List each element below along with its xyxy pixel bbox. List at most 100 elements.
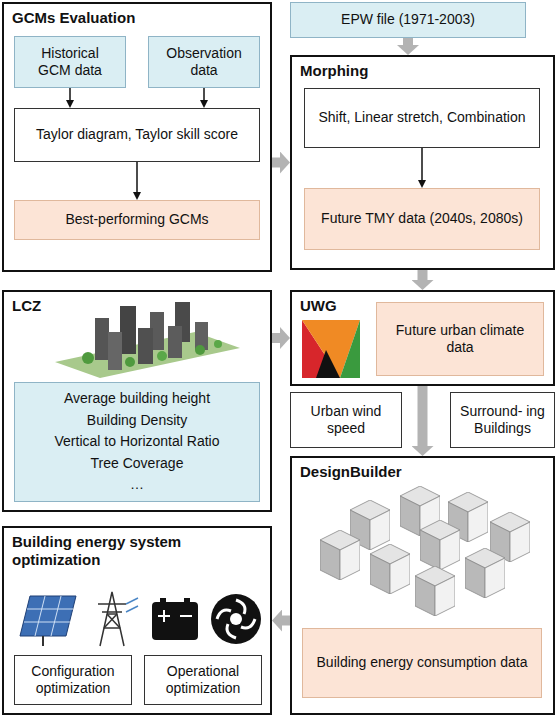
panel-heading: DesignBuilder	[300, 463, 402, 481]
city-illustration	[55, 302, 240, 378]
solar-panel-icon	[51, 596, 61, 636]
building-blocks	[465, 548, 505, 598]
box-label: Average building height	[64, 390, 210, 408]
battery-icon	[163, 610, 165, 622]
building-blocks	[420, 520, 460, 570]
solar-panel-icon	[20, 596, 76, 636]
panel-heading: LCZ	[12, 297, 41, 315]
power-pylon-icon	[107, 614, 120, 628]
city-illustration	[195, 345, 205, 355]
box-label: Shift, Linear stretch, Combination	[319, 109, 526, 127]
output-box: Future urban climate data	[376, 302, 544, 376]
uwg-logo	[302, 320, 360, 378]
connector-arrow	[421, 148, 423, 180]
turbine-icon	[211, 594, 261, 644]
turbine-icon	[230, 613, 242, 625]
battery-icon	[180, 615, 192, 617]
flow-arrow	[403, 38, 413, 45]
turbine-icon	[211, 594, 261, 644]
process-box: Shift, Linear stretch, Combination	[304, 88, 540, 148]
stage-panel: DesignBuilderBuilding energy consumption…	[290, 456, 555, 715]
battery-icon	[152, 598, 198, 640]
building-blocks	[320, 530, 360, 580]
box-label: Historical GCM data	[23, 45, 117, 80]
box-label: Tree Coverage	[91, 455, 184, 473]
panel-heading: GCMs Evaluation	[12, 9, 135, 27]
parameter-list-box: Average building heightBuilding DensityV…	[14, 382, 260, 502]
input-box: Historical GCM data	[14, 36, 126, 88]
panel-heading: Building energy system optimization	[12, 533, 222, 569]
stage-panel: MorphingShift, Linear stretch, Combinati…	[290, 55, 555, 270]
city-illustration	[214, 340, 222, 348]
stage-panel: Building energy system optimizationConfi…	[2, 526, 272, 715]
solar-panel-icon	[20, 596, 76, 646]
solar-panel-icon	[42, 636, 44, 646]
power-pylon-icon	[98, 592, 138, 646]
power-pylon-icon	[104, 627, 120, 629]
stage-panel: LCZ Average building heightBuilding Densi…	[2, 290, 272, 512]
flow-arrow	[272, 158, 280, 168]
input-box: Observation data	[148, 36, 260, 88]
box-label: Future urban climate data	[385, 322, 535, 357]
process-box: Taylor diagram, Taylor skill score	[14, 108, 260, 162]
box-label: Best-performing GCMs	[65, 211, 208, 229]
power-pylon-icon	[100, 592, 124, 646]
turbine-icon	[217, 610, 231, 619]
building-blocks	[320, 486, 530, 616]
output-box: Future TMY data (2040s, 2080s)	[304, 188, 540, 250]
box-label: Surround- ing Buildings	[459, 403, 546, 438]
input-box: Surround- ing Buildings	[450, 392, 555, 448]
city-illustration	[95, 318, 109, 360]
uwg-logo	[316, 350, 340, 378]
building-blocks	[370, 544, 410, 594]
city-illustration	[138, 328, 153, 364]
flow-arrow	[272, 333, 280, 343]
power-pylon-icon	[126, 598, 138, 604]
uwg-logo	[340, 320, 360, 378]
box-label: EPW file (1971-2003)	[341, 11, 475, 29]
solar-panel-icon	[27, 609, 73, 610]
flow-arrow	[418, 270, 428, 280]
input-box: Urban wind speed	[290, 392, 402, 448]
box-label: Building energy consumption data	[317, 654, 528, 672]
stage-panel: UWG Future urban climate data	[290, 290, 555, 386]
process-box: Operational optimization	[144, 655, 262, 705]
box-label: …	[130, 476, 144, 494]
connector-arrow	[136, 162, 138, 192]
power-pylon-icon	[102, 611, 122, 613]
solar-panel-icon	[24, 622, 70, 623]
city-illustration	[125, 357, 135, 367]
flow-arrow	[418, 386, 428, 446]
input-box: EPW file (1971-2003)	[290, 2, 526, 38]
box-label: Future TMY data (2040s, 2080s)	[321, 210, 523, 228]
stage-panel: GCMs EvaluationHistorical GCM data Observ…	[2, 2, 272, 272]
process-box: Configuration optimization	[14, 655, 132, 705]
flow-arrow	[282, 616, 290, 626]
power-pylon-icon	[126, 606, 138, 612]
box-label: Operational optimization	[153, 663, 253, 698]
turbine-icon	[241, 619, 255, 628]
battery-icon	[152, 602, 198, 640]
panel-heading: Morphing	[300, 62, 368, 80]
city-illustration	[108, 332, 122, 370]
building-blocks	[415, 566, 455, 616]
city-illustration	[82, 352, 94, 364]
box-label: Urban wind speed	[299, 403, 393, 438]
turbine-icon	[227, 624, 236, 638]
turbine-icon	[236, 600, 245, 614]
connector-arrow	[203, 88, 205, 100]
output-box: Best-performing GCMs	[14, 200, 260, 240]
uwg-logo	[302, 320, 360, 378]
box-label: Configuration optimization	[23, 663, 123, 698]
connector-arrow	[69, 88, 71, 100]
city-illustration	[120, 306, 136, 354]
box-label: Taylor diagram, Taylor skill score	[36, 126, 238, 144]
output-box: Building energy consumption data	[302, 628, 542, 698]
box-label: Observation data	[157, 45, 251, 80]
power-pylon-icon	[98, 603, 126, 605]
box-label: Vertical to Horizontal Ratio	[55, 433, 220, 451]
city-illustration	[157, 351, 167, 361]
box-label: Building Density	[87, 412, 187, 430]
panel-heading: UWG	[300, 297, 337, 315]
